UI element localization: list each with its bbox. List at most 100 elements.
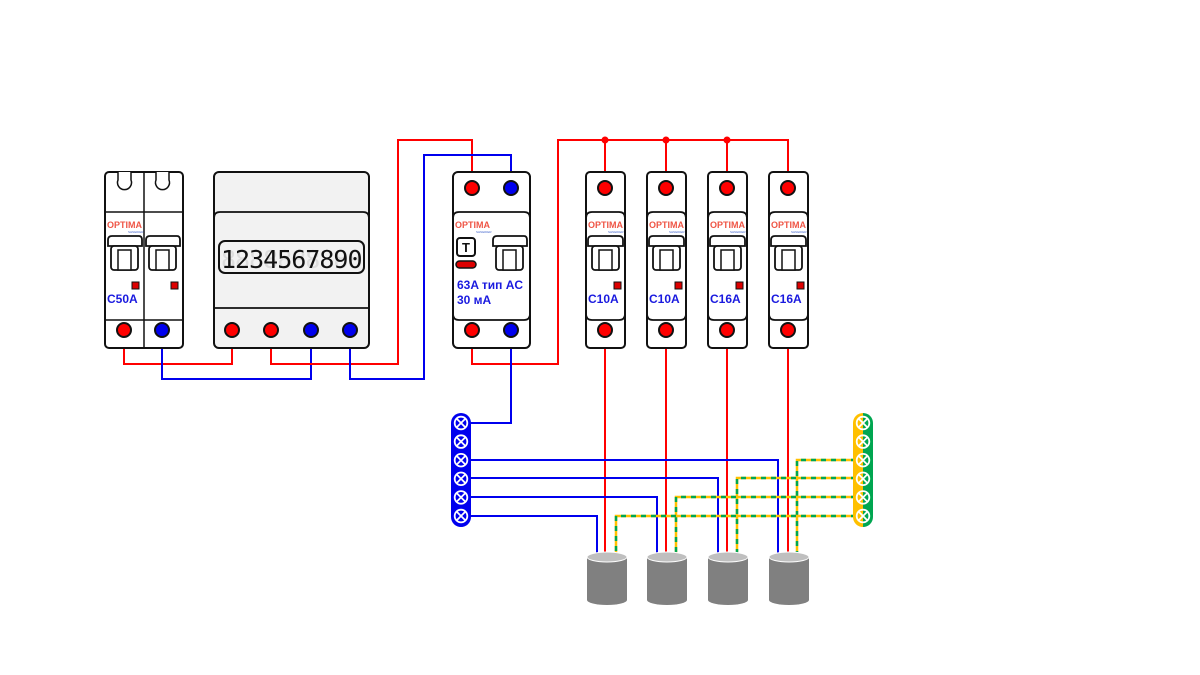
bus-screw-icon[interactable] (453, 508, 469, 524)
terminal-phase[interactable] (116, 322, 132, 338)
toggle-lever-icon[interactable] (770, 235, 807, 271)
indicator-icon (674, 281, 683, 290)
wire-neutral-load-3 (468, 477, 719, 556)
rating-label: C50A (107, 292, 138, 306)
toggle-lever-icon[interactable] (107, 235, 143, 271)
meter-reading: 1234567890 (221, 245, 362, 274)
sub-brand-label: SHNEIDER (730, 230, 746, 234)
wire-neutral-load-2 (468, 496, 658, 556)
brand-label: OPTIMA (588, 220, 623, 230)
indicator-icon (170, 281, 179, 290)
sub-brand-label: SHNEIDER (669, 230, 685, 234)
terminal-phase-in[interactable] (658, 180, 674, 196)
terminal-phase-out[interactable] (658, 322, 674, 338)
neutral-bus (451, 413, 471, 527)
bus-screw-icon[interactable] (453, 490, 469, 505)
wire-neutral-meter-to-rcd (349, 154, 512, 380)
terminal-phase-in[interactable] (780, 180, 796, 196)
bus-screw-icon[interactable] (453, 453, 469, 468)
meter-ghost-digits: 8888888888 (221, 245, 362, 274)
terminal-phase-out[interactable] (719, 322, 735, 338)
junction-dot (723, 136, 731, 144)
terminal-neutral-in[interactable] (503, 180, 519, 196)
brand-label: OPTIMA (107, 220, 142, 230)
toggle-lever-icon[interactable] (492, 235, 528, 271)
test-button-label: T (462, 240, 470, 255)
toggle-lever-icon[interactable] (709, 235, 746, 271)
wire-phase-meter-to-rcd (270, 139, 473, 365)
brand-label: OPTIMA (710, 220, 745, 230)
brand-label: OPTIMA (455, 220, 490, 230)
wire-ground-load-1 (614, 514, 856, 556)
bus-screw-icon[interactable] (453, 434, 469, 449)
trip-indicator-icon (455, 260, 477, 269)
terminal-phase-in[interactable] (224, 322, 240, 338)
terminal-neutral-in[interactable] (303, 322, 319, 338)
indicator-icon (735, 281, 744, 290)
terminal-phase-out[interactable] (263, 322, 279, 338)
bus-screw-icon[interactable] (855, 490, 871, 505)
wire-ground-load-3 (735, 476, 856, 556)
bus-screw-icon[interactable] (855, 434, 871, 449)
top-clamp-icon (116, 172, 171, 191)
load-cylinder (586, 551, 628, 605)
rating-label: C10A (588, 292, 619, 306)
rating-line-2: 30 мА (457, 293, 492, 307)
toggle-lever-icon[interactable] (145, 235, 181, 271)
terminal-phase-in[interactable] (597, 180, 613, 196)
loads (586, 551, 810, 605)
terminal-phase-in[interactable] (464, 180, 480, 196)
main-breaker: OPTIMA SHNEIDER C50A (104, 171, 184, 349)
wire-ground-load-4 (795, 458, 856, 556)
branch-breakers: OPTIMASHNEIDERC10AOPTIMASHNEIDERC10AOPTI… (585, 171, 809, 349)
toggle-lever-icon[interactable] (587, 235, 624, 271)
terminal-phase-out[interactable] (780, 322, 796, 338)
rating-label: C16A (771, 292, 802, 306)
toggle-lever-icon[interactable] (648, 235, 685, 271)
wire-phase-rcd-to-branches (471, 139, 789, 365)
sub-brand-label: SHNEIDER (791, 230, 807, 234)
load-cylinder (707, 551, 749, 605)
terminal-phase-in[interactable] (719, 180, 735, 196)
sub-brand-label: SHNEIDER (476, 230, 492, 234)
bus-screw-icon[interactable] (855, 453, 871, 468)
sub-brand-label: SHNEIDER (128, 230, 144, 234)
terminal-phase-out[interactable] (464, 322, 480, 338)
wire-neutral-rcd-to-bus (468, 330, 512, 424)
ground-bus (853, 413, 873, 527)
bus-screw-icon[interactable] (855, 471, 871, 487)
wire-neutral-load-1 (468, 515, 598, 556)
terminal-neutral[interactable] (154, 322, 170, 338)
terminal-neutral-out[interactable] (342, 322, 358, 338)
terminal-phase-out[interactable] (597, 322, 613, 338)
junction-dot (662, 136, 670, 144)
sub-brand-label: SHNEIDER (608, 230, 624, 234)
rcd: OPTIMA SHNEIDER T 63A тип AC 30 мА (452, 171, 531, 349)
rating-line-1: 63A тип AC (457, 278, 523, 292)
bus-screw-icon[interactable] (855, 508, 871, 524)
indicator-icon (613, 281, 622, 290)
indicator-icon (131, 281, 140, 290)
bus-screw-icon[interactable] (855, 415, 871, 431)
test-button[interactable] (456, 237, 476, 257)
rating-label: C10A (649, 292, 680, 306)
rating-label: C16A (710, 292, 741, 306)
meter-display (218, 240, 365, 274)
brand-label: OPTIMA (771, 220, 806, 230)
wire-neutral-load-4 (468, 459, 779, 556)
indicator-icon (796, 281, 805, 290)
junction-dot (601, 136, 609, 144)
wire-neutral-breaker-to-meter (161, 330, 312, 380)
load-cylinder (646, 551, 688, 605)
bus-screw-icon[interactable] (453, 471, 469, 487)
wire-ground-load-2 (674, 495, 856, 556)
bus-screw-icon[interactable] (453, 415, 469, 431)
terminal-neutral-out[interactable] (503, 322, 519, 338)
wires (123, 136, 856, 556)
load-cylinder (768, 551, 810, 605)
